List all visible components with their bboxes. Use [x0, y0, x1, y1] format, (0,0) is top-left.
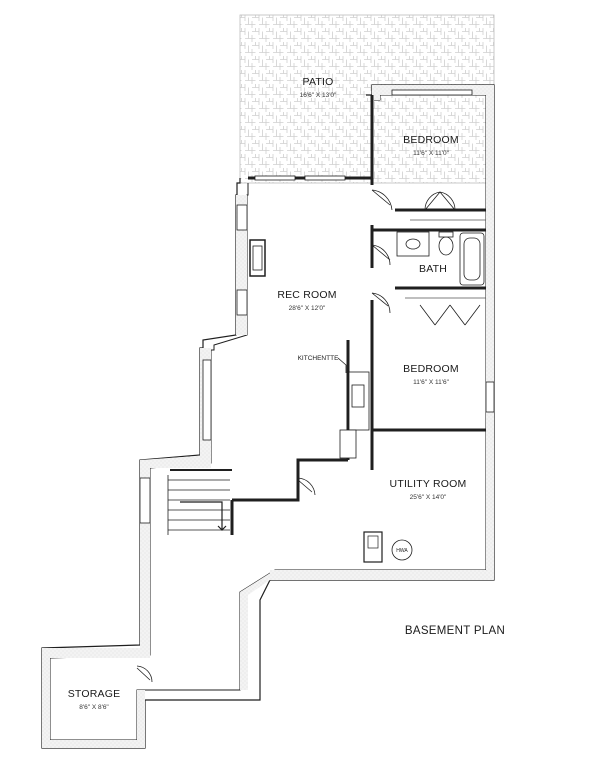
rec-room-dimensions: 28'6" X 12'0"	[289, 305, 326, 312]
closet-door-upper-1	[424, 191, 456, 211]
plan-title: BASEMENT PLAN	[405, 625, 505, 637]
closet-shelves	[405, 219, 486, 299]
door-bedroom-lower	[371, 292, 391, 314]
patio	[239, 14, 495, 184]
kitchenette-fixtures	[337, 357, 370, 459]
fridge	[339, 429, 357, 459]
door-utility	[297, 477, 316, 496]
window-rec-left	[236, 204, 248, 231]
stair-window	[139, 477, 151, 524]
foundation-wall-inner	[49, 94, 487, 741]
rec-room-label: REC ROOM	[277, 289, 336, 301]
window-bedroom-lower	[485, 381, 495, 413]
utility-room-dimensions: 25'6" X 14'0"	[410, 494, 447, 501]
storage-label: STORAGE	[68, 688, 121, 700]
interior-walls	[170, 95, 486, 535]
utility-room-label: UTILITY ROOM	[390, 478, 467, 490]
fireplace	[249, 239, 266, 277]
patio-label: PATIO	[303, 76, 334, 88]
window-rec-lower	[202, 359, 212, 441]
toilet-tank	[438, 231, 454, 238]
toilet-icon	[438, 236, 454, 256]
windows	[202, 89, 495, 441]
door-bath	[371, 244, 391, 266]
furnace-inner	[367, 535, 379, 549]
foundation-band-diagonal	[240, 570, 275, 595]
sink-icon	[405, 238, 421, 250]
bedroom-lower-label: BEDROOM	[403, 363, 459, 375]
fireplace-box	[252, 245, 263, 271]
window-rec-top-1	[254, 175, 296, 181]
bath-fixtures	[396, 231, 485, 286]
closet-door-lower-2	[449, 304, 481, 326]
closet-door-lower-1	[419, 304, 451, 326]
stairs	[139, 475, 230, 535]
storage-dimensions: 8'6" X 8'6"	[79, 704, 109, 711]
patio-dimensions: 16'6" X 13'0"	[300, 92, 337, 99]
doors	[136, 189, 481, 683]
foundation-band-stair	[140, 455, 211, 655]
foundation-band-left-lower	[240, 592, 248, 690]
utility-fixtures	[363, 531, 413, 563]
kitchenette-label: KITCHENTTE	[298, 355, 339, 362]
room-labels: PATIO 16'6" X 13'0" BEDROOM 11'6" X 11'0…	[68, 76, 505, 711]
window-rec-left-2	[236, 289, 248, 316]
door-storage	[136, 665, 153, 683]
window-bedroom-upper	[391, 89, 473, 96]
foundation-band-right	[486, 95, 494, 580]
window-rec-top-2	[304, 175, 346, 181]
kitchen-leader	[337, 357, 347, 373]
water-heater-icon	[391, 539, 413, 561]
water-heater-label: HWA	[396, 548, 408, 554]
foundation-walls	[41, 84, 495, 749]
stair-arrow-icon	[180, 501, 227, 531]
bedroom-upper-label: BEDROOM	[403, 134, 459, 146]
foundation-band-storage	[42, 648, 150, 748]
patio-paving	[239, 14, 495, 184]
utility-left-wall	[232, 458, 348, 502]
kitchen-sink-icon	[351, 384, 365, 408]
foundation-band-bottom	[270, 570, 494, 580]
bedroom-lower-dimensions: 11'6" X 11'6"	[413, 379, 449, 386]
bath-label: BATH	[419, 263, 447, 275]
bathtub-basin	[463, 237, 481, 281]
door-bedroom-upper	[371, 189, 393, 211]
bedroom-upper-dimensions: 11'6" X 11'0"	[413, 150, 449, 157]
